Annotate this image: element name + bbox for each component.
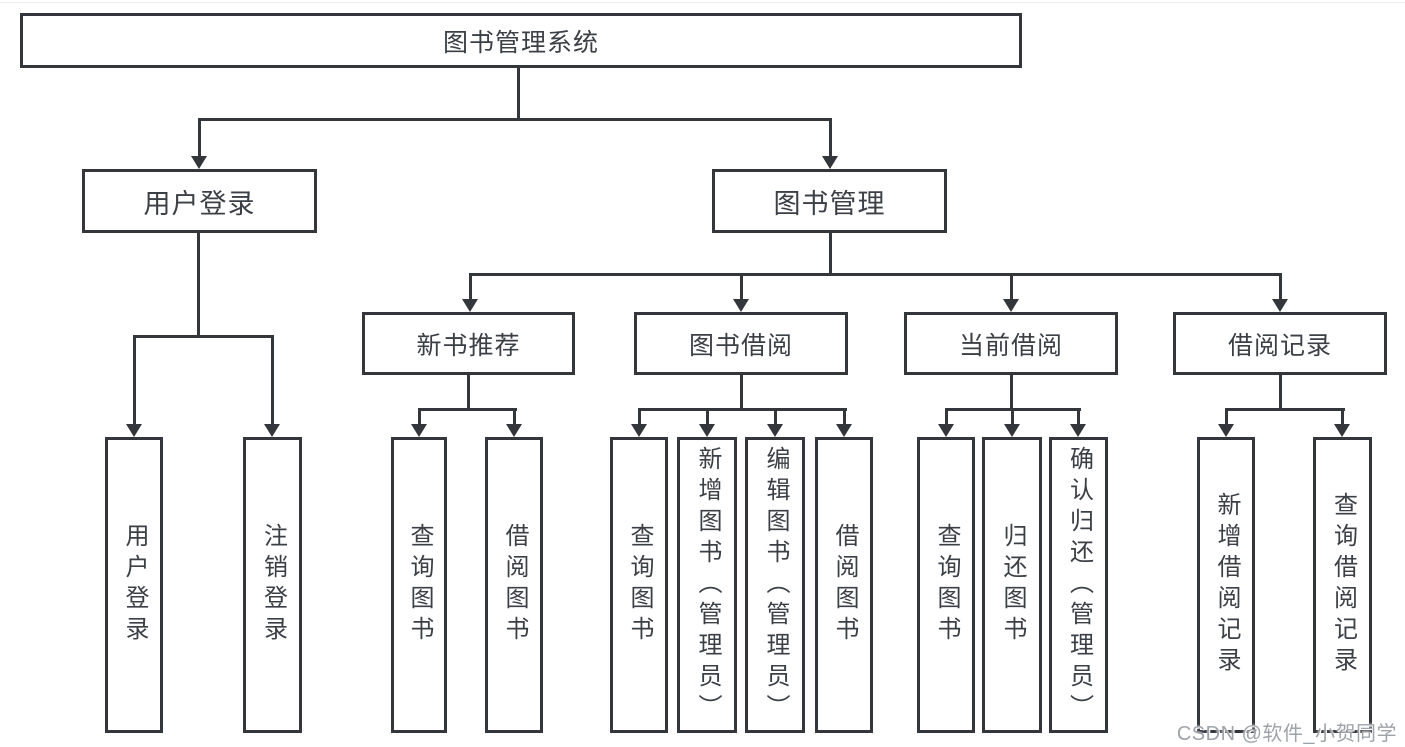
leaf-query-books-3: 查询图书 <box>917 437 975 733</box>
node-book-management: 图书管理 <box>712 169 947 233</box>
arrow-down-icon <box>411 408 427 437</box>
leaf-query-books-1: 查询图书 <box>391 437 447 733</box>
arrow-down-icon <box>126 335 142 437</box>
node-book-borrow: 图书借阅 <box>634 312 848 375</box>
arrow-down-icon <box>506 408 522 437</box>
arrow-down-icon <box>822 118 838 169</box>
node-label: 编辑图书（管理员） <box>762 445 789 725</box>
leaf-borrow-books-1: 借阅图书 <box>485 437 543 733</box>
connector-bookmgmt-stem <box>829 233 832 275</box>
node-label: 查询借阅记录 <box>1329 492 1357 678</box>
connector-bookborrow-stem <box>740 373 743 410</box>
node-label: 图书管理系统 <box>442 28 599 57</box>
arrow-down-icon <box>938 408 954 437</box>
node-label: 用户登录 <box>143 188 256 219</box>
node-current-borrow: 当前借阅 <box>904 312 1118 375</box>
node-label: 注销登录 <box>259 523 287 647</box>
node-label: 借阅记录 <box>1227 331 1332 360</box>
connector-userlogin-hline <box>133 335 274 338</box>
node-label: 借阅图书 <box>501 523 528 647</box>
arrow-down-icon <box>631 408 647 437</box>
arrow-down-icon <box>1272 273 1288 312</box>
node-label: 借阅图书 <box>831 523 858 647</box>
connector-records-stem <box>1279 373 1282 410</box>
node-borrow-records: 借阅记录 <box>1173 312 1387 375</box>
arrow-down-icon <box>1218 408 1234 437</box>
node-label: 查询图书 <box>933 523 960 647</box>
node-label: 图书管理 <box>773 188 886 219</box>
connector-level1-hline <box>198 118 832 121</box>
node-label: 归还图书 <box>999 523 1026 647</box>
node-label: 查询图书 <box>626 523 653 647</box>
arrow-down-icon <box>733 273 749 312</box>
node-label: 当前借阅 <box>958 331 1063 360</box>
leaf-logout: 注销登录 <box>243 437 302 733</box>
node-label: 新增图书（管理员） <box>694 445 721 725</box>
connector-level2-hline <box>469 273 1281 276</box>
leaf-return-book: 归还图书 <box>982 437 1042 733</box>
leaf-query-borrow-record: 查询借阅记录 <box>1313 437 1372 733</box>
node-user-login-group: 用户登录 <box>82 169 317 233</box>
arrow-down-icon <box>462 273 478 312</box>
page-edge-line <box>0 2 1405 3</box>
node-label: 确认归还（管理员） <box>1065 445 1093 725</box>
node-label: 新增借阅记录 <box>1213 492 1240 678</box>
connector-userlogin-stem <box>197 233 200 337</box>
leaf-borrow-books-2: 借阅图书 <box>815 437 873 733</box>
node-label: 用户登录 <box>121 523 148 647</box>
node-label: 查询图书 <box>406 523 433 647</box>
connector-bookborrow-hline <box>638 408 847 411</box>
arrow-down-icon <box>836 408 852 437</box>
leaf-query-books-2: 查询图书 <box>610 437 668 733</box>
connector-newbook-stem <box>467 373 470 410</box>
node-label: 图书借阅 <box>688 331 793 360</box>
leaf-edit-book-admin: 编辑图书（管理员） <box>745 437 805 733</box>
arrow-down-icon <box>767 408 783 437</box>
node-library-management-system: 图书管理系统 <box>20 13 1022 68</box>
arrow-down-icon <box>1003 273 1019 312</box>
arrow-down-icon <box>264 335 280 437</box>
leaf-confirm-return-admin: 确认归还（管理员） <box>1049 437 1108 733</box>
csdn-watermark: CSDN @软件_小贺同学 <box>1176 723 1397 745</box>
leaf-add-book-admin: 新增图书（管理员） <box>677 437 737 733</box>
leaf-add-borrow-record: 新增借阅记录 <box>1197 437 1255 733</box>
leaf-user-login: 用户登录 <box>105 437 163 733</box>
connector-root-stem <box>517 68 520 118</box>
connector-currentborrow-stem <box>1010 373 1013 410</box>
arrow-down-icon <box>1004 408 1020 437</box>
arrow-down-icon <box>1334 408 1350 437</box>
node-new-book-recommend: 新书推荐 <box>362 312 575 375</box>
arrow-down-icon <box>1070 408 1086 437</box>
arrow-down-icon <box>191 118 207 169</box>
connector-newbook-hline <box>418 408 517 411</box>
node-label: 新书推荐 <box>416 331 521 360</box>
arrow-down-icon <box>699 408 715 437</box>
connector-records-hline <box>1225 408 1345 411</box>
